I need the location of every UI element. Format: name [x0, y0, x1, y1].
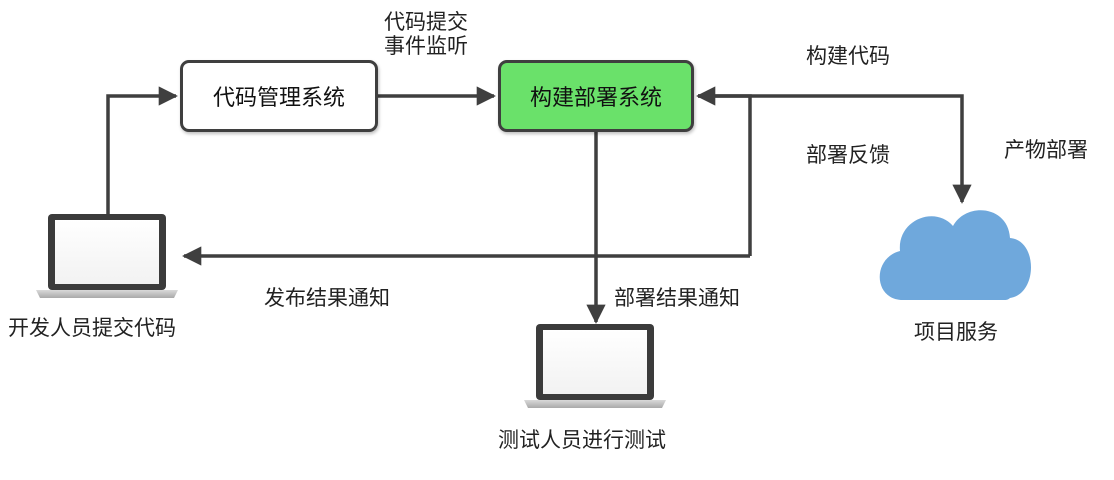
cloud-icon: [879, 210, 1031, 300]
build-deploy-system-label: 构建部署系统: [529, 86, 662, 111]
build-code-label: 构建代码: [806, 44, 890, 68]
tester-label: 测试人员进行测试: [498, 428, 666, 452]
code-management-system-node: 代码管理系统: [180, 60, 378, 132]
laptop-icon: [36, 214, 178, 298]
code-management-system-label: 代码管理系统: [212, 86, 345, 111]
edge-build-to-service: [698, 94, 972, 204]
commit-event-label: 代码提交 事件监听: [384, 10, 468, 58]
publish-result-label: 发布结果通知: [264, 286, 390, 310]
laptop-icon: [524, 324, 666, 408]
artifact-deploy-label: 产物部署: [1004, 138, 1088, 162]
edge-feedback-to-build: [696, 86, 752, 256]
edge-developer-to-mgmt: [106, 86, 178, 214]
developer-label: 开发人员提交代码: [8, 316, 176, 340]
build-deploy-system-node: 构建部署系统: [498, 60, 694, 132]
commit-event-label-line2: 事件监听: [384, 34, 468, 59]
service-label: 项目服务: [914, 320, 998, 344]
deploy-feedback-label: 部署反馈: [806, 143, 890, 167]
deploy-result-label: 部署结果通知: [614, 286, 740, 310]
commit-event-label-line1: 代码提交: [384, 10, 468, 34]
